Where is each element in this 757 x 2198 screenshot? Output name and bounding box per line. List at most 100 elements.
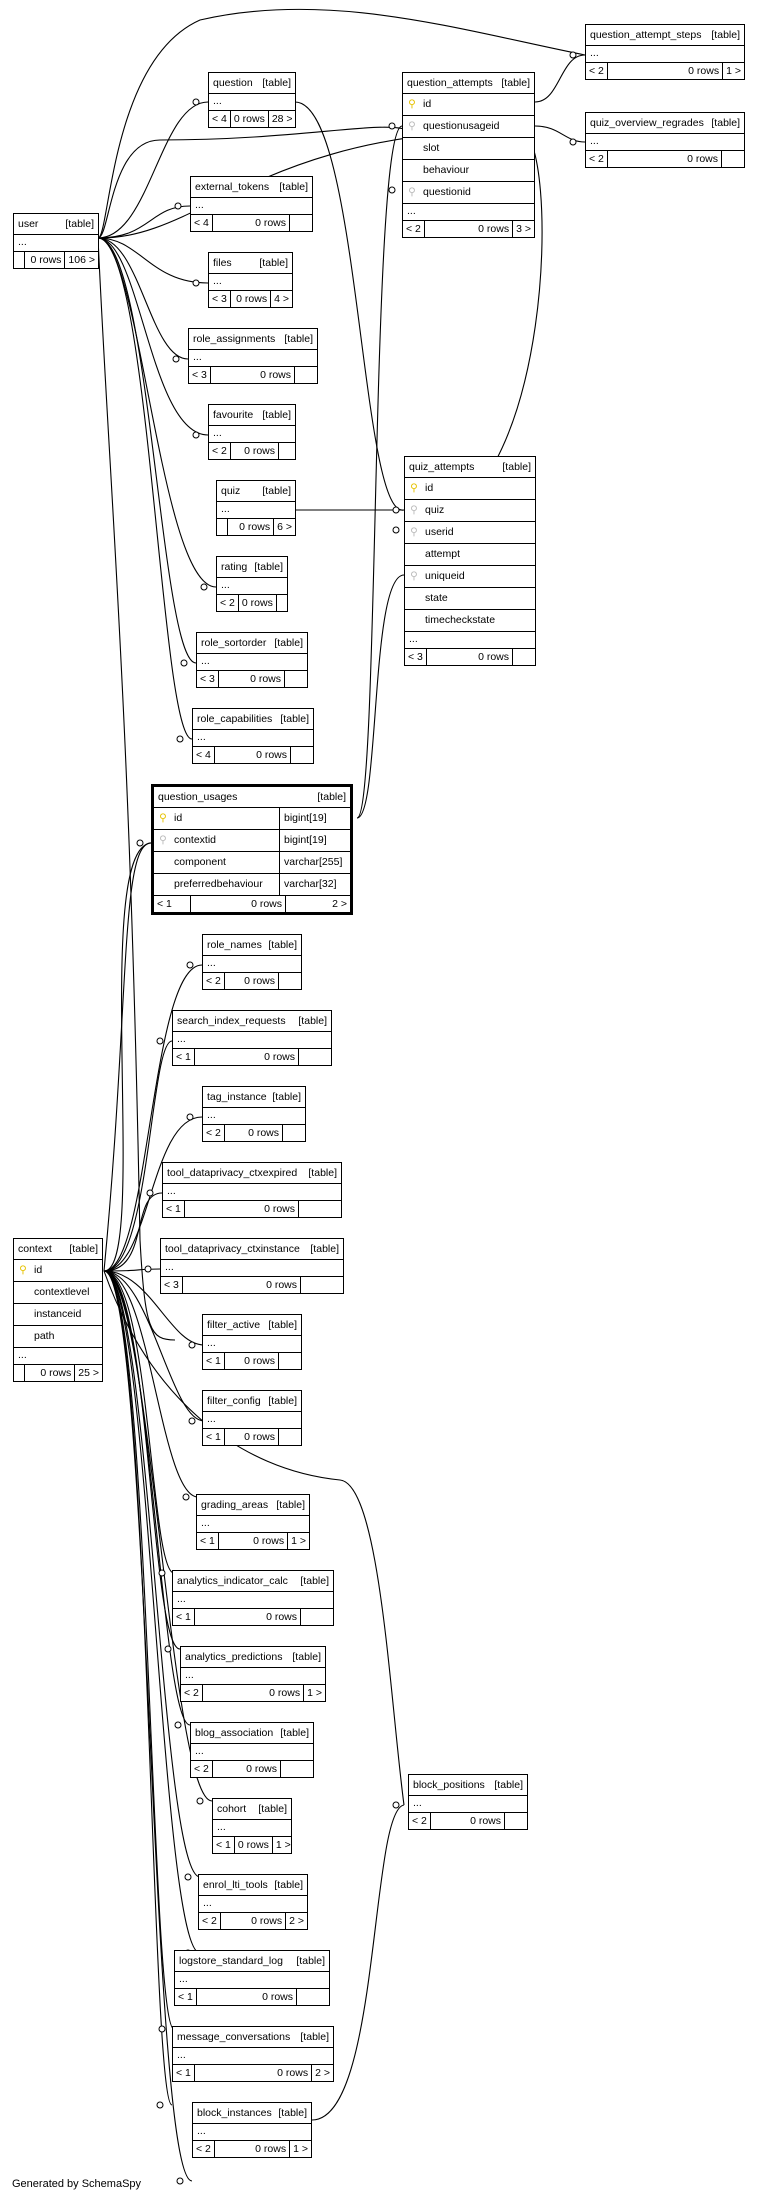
column-row[interactable]: ⚲uniqueid [405, 566, 535, 588]
parents-count[interactable]: < 3 [189, 367, 211, 383]
parents-count[interactable]: < 1 [197, 1533, 219, 1549]
table-question-attempts[interactable]: question_attempts[table] ⚲id ⚲questionus… [402, 72, 535, 238]
children-count[interactable]: 6 > [277, 521, 292, 533]
column-row[interactable]: state [405, 588, 535, 610]
column-row[interactable]: contextlevel [14, 1282, 102, 1304]
parents-count[interactable]: < 2 [199, 1913, 221, 1929]
parents-count[interactable] [217, 519, 228, 535]
table-quiz-attempts[interactable]: quiz_attempts[table] ⚲id ⚲quiz ⚲userid a… [404, 456, 536, 666]
parents-count[interactable]: < 1 [163, 1201, 185, 1217]
children-count[interactable] [513, 649, 535, 665]
children-count[interactable]: 1 > [291, 1535, 306, 1547]
children-count[interactable]: 1 > [275, 1839, 291, 1851]
parents-count[interactable]: < 2 [203, 973, 225, 989]
column-row[interactable]: attempt [405, 544, 535, 566]
column-row[interactable]: ⚲quiz [405, 500, 535, 522]
children-count[interactable] [297, 1989, 329, 2005]
column-row[interactable]: slot [403, 138, 534, 160]
parents-count[interactable] [14, 252, 25, 268]
parents-count[interactable]: < 2 [193, 2141, 215, 2157]
parents-count[interactable]: < 3 [197, 671, 219, 687]
column-row[interactable]: timecheckstate [405, 610, 535, 632]
parents-count[interactable]: < 1 [154, 896, 191, 912]
parents-count[interactable]: < 2 [191, 1761, 213, 1777]
children-count[interactable]: 2 > [332, 898, 347, 910]
children-count[interactable] [279, 1353, 301, 1369]
children-count[interactable] [279, 973, 301, 989]
parents-count[interactable]: < 3 [405, 649, 427, 665]
children-count[interactable]: 28 > [271, 113, 293, 125]
parents-count[interactable]: < 4 [193, 747, 215, 763]
children-count[interactable] [281, 1761, 313, 1777]
column-row[interactable]: behaviour [403, 160, 534, 182]
children-count[interactable] [301, 1277, 343, 1293]
column-row[interactable]: ⚲userid [405, 522, 535, 544]
parents-count[interactable]: < 2 [203, 1125, 225, 1141]
column-row[interactable]: path [14, 1326, 102, 1348]
parents-count[interactable]: < 1 [203, 1429, 225, 1445]
children-count[interactable] [279, 443, 295, 459]
parents-count[interactable]: < 2 [586, 63, 608, 79]
column-row[interactable]: ⚲questionid [403, 182, 534, 204]
parents-count[interactable]: < 1 [173, 1049, 195, 1065]
children-count[interactable] [291, 747, 313, 763]
parents-count[interactable]: < 4 [209, 111, 231, 127]
parents-count[interactable]: < 2 [181, 1685, 203, 1701]
children-count[interactable] [299, 1049, 331, 1065]
column-row[interactable]: ⚲id [405, 478, 535, 500]
children-count[interactable] [277, 595, 287, 611]
parents-count[interactable]: < 1 [173, 2065, 195, 2081]
children-count[interactable]: 1 > [293, 2143, 308, 2155]
column-row[interactable]: ⚲id [403, 94, 534, 116]
children-count[interactable]: 4 > [274, 293, 289, 305]
parents-count[interactable]: < 4 [191, 215, 213, 231]
column-row[interactable]: ⚲id [14, 1260, 102, 1282]
parents-count[interactable]: < 3 [161, 1277, 183, 1293]
children-count[interactable] [722, 151, 744, 167]
parents-count[interactable]: < 3 [209, 291, 231, 307]
parents-count[interactable]: < 2 [217, 595, 239, 611]
parents-count[interactable]: < 2 [209, 443, 231, 459]
children-count[interactable] [290, 215, 312, 231]
children-count[interactable]: 2 > [315, 2067, 330, 2079]
parents-count[interactable]: < 2 [586, 151, 608, 167]
parents-count[interactable]: < 2 [403, 221, 425, 237]
children-count[interactable] [285, 671, 307, 687]
table-tool-dataprivacy-ctxexpired[interactable]: tool_dataprivacy_ctxexpired[table] ... <… [162, 1162, 342, 1218]
children-count[interactable]: 25 > [78, 1367, 99, 1379]
parents-count[interactable]: < 2 [409, 1813, 431, 1829]
parents-count[interactable] [14, 1365, 25, 1381]
column-row[interactable]: instanceid [14, 1304, 102, 1326]
children-count[interactable]: 1 > [307, 1687, 322, 1699]
parents-count[interactable]: < 1 [213, 1837, 235, 1853]
children-count[interactable]: 2 > [289, 1915, 304, 1927]
children-count[interactable]: 3 > [516, 223, 531, 235]
